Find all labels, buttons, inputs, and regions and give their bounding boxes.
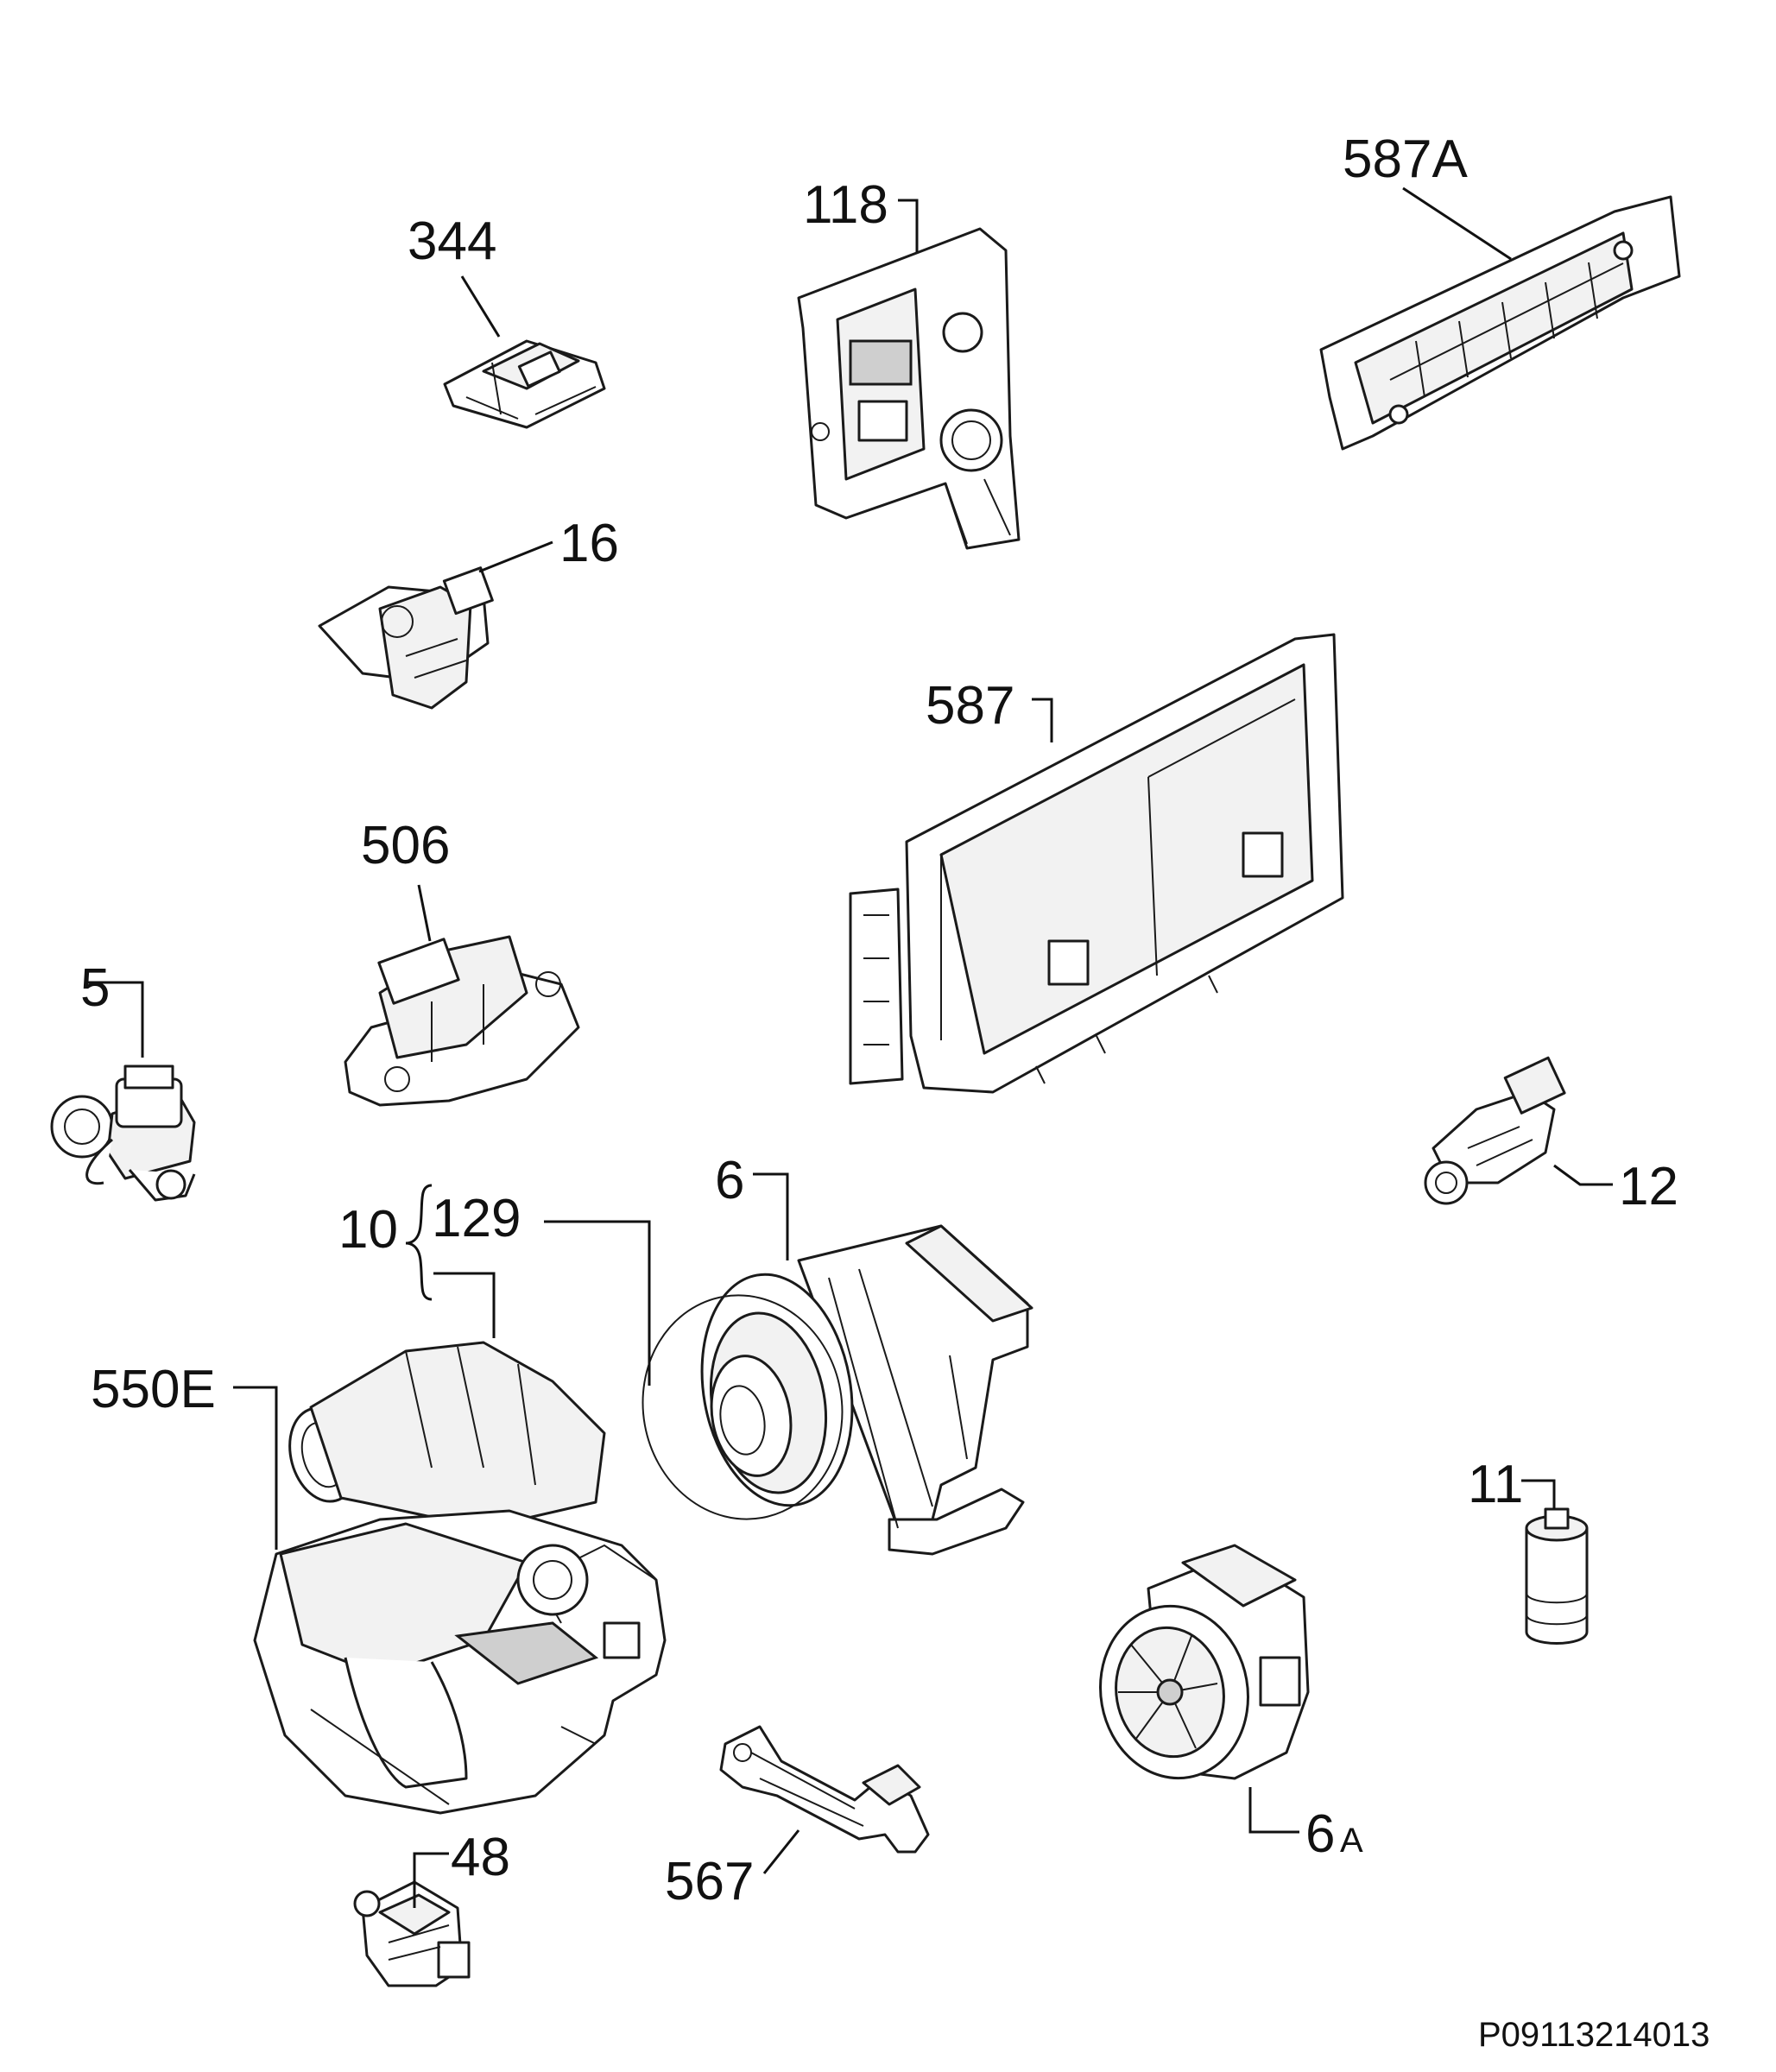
callout-587A: 587A: [1343, 130, 1468, 189]
callout-16: 16: [559, 514, 619, 573]
callout-6A-number: 6: [1305, 1804, 1335, 1864]
callout-567: 567: [665, 1852, 754, 1911]
part-550E: 550E: [91, 1341, 667, 1815]
part-6A: 6 A: [1099, 1544, 1363, 1864]
callout-506: 506: [361, 816, 450, 875]
callout-118: 118: [803, 175, 888, 235]
part-118: 118: [797, 175, 1021, 550]
part-567: 567: [665, 1725, 930, 1911]
callout-10: 10: [338, 1200, 398, 1260]
callout-11: 11: [1468, 1455, 1523, 1514]
group-10: 10 129: [338, 1184, 651, 1386]
part-587: 587: [849, 633, 1344, 1094]
callout-6A-letter: A: [1340, 1822, 1363, 1860]
diagram-code: P09113214013: [1478, 2016, 1710, 2054]
part-506: 506: [344, 816, 580, 1107]
part-587A: 587A: [1319, 130, 1681, 451]
part-5: 5: [50, 958, 196, 1202]
callout-48: 48: [451, 1828, 510, 1887]
callout-550E: 550E: [91, 1360, 216, 1419]
part-344: 344: [408, 212, 606, 429]
callout-12: 12: [1619, 1157, 1678, 1216]
part-12: 12: [1424, 1056, 1678, 1216]
callout-5: 5: [80, 958, 110, 1018]
callout-587: 587: [926, 676, 1014, 736]
part-6: 6: [642, 1151, 1033, 1556]
callout-6: 6: [715, 1151, 744, 1210]
callout-129: 129: [432, 1189, 521, 1248]
callout-344: 344: [408, 212, 496, 271]
part-48: 48: [353, 1828, 510, 1987]
part-16: 16: [318, 514, 619, 710]
part-11: 11: [1468, 1455, 1589, 1645]
